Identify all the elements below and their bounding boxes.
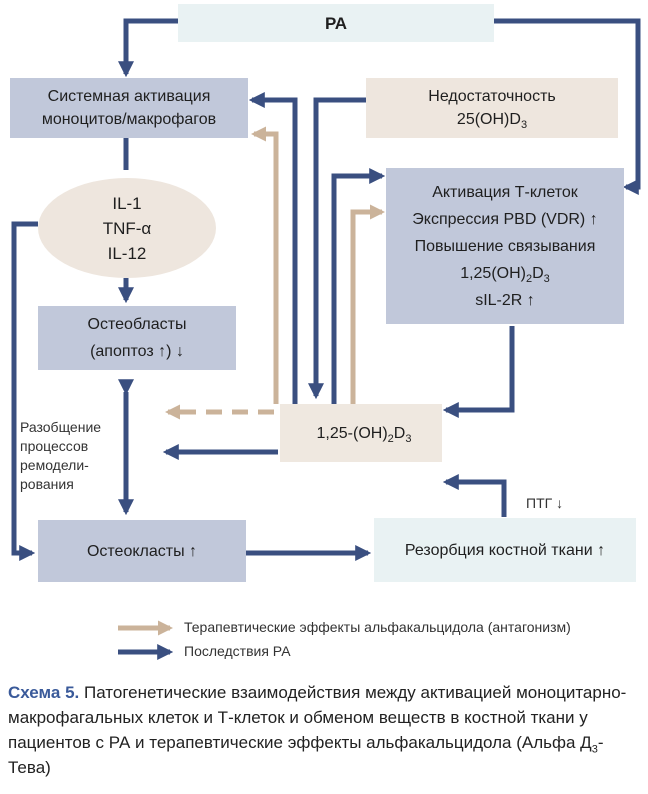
caption-text: Патогенетические взаимодействия между ак… <box>8 683 627 752</box>
uncoupling-note: Разобщение процессов ремодели- рования <box>20 418 101 494</box>
caption-text-end: -Тева) <box>8 733 604 777</box>
arrow-deficiency-to-vitd <box>307 97 366 400</box>
tcell-line1: Активация Т-клеток <box>432 183 578 201</box>
tcell-line2: Экспрессия PBD (VDR) ↑ <box>412 210 598 228</box>
uncoupling-line2: процессов <box>20 438 89 454</box>
osteoclasts-label: Остеокласты ↑ <box>86 542 198 560</box>
vitamin-d-formula: 1,25-(OH)2D3 <box>311 422 412 445</box>
tcell-activation-box: Активация Т-клеток Экспрессия PBD (VDR) … <box>386 168 624 324</box>
systemic-line1: Системная активация <box>47 88 211 105</box>
tcell-line5: sIL-2R ↑ <box>475 291 535 309</box>
arrow-ra-to-systemic <box>117 18 178 78</box>
ptg-note: ПТГ ↓ <box>526 494 563 513</box>
tcell-formula-a: 1,25(OH) <box>460 264 526 282</box>
osteoblasts-line1: Остеобласты <box>87 316 187 333</box>
vitd-a: 1,25-(OH) <box>316 424 388 442</box>
osteoblasts-box: Остеобласты (апоптоз ↑) ↓ <box>38 306 236 370</box>
ra-box: РА <box>178 4 494 42</box>
ptg-label: ПТГ ↓ <box>526 495 564 511</box>
figure-caption: Схема 5. Патогенетические взаимодействия… <box>8 680 644 780</box>
tcell-line3: Повышение связывания <box>414 237 596 255</box>
systemic-activation-box: Системная активация моноцитов/макрофагов <box>10 78 248 138</box>
uncoupling-line3: ремодели- <box>20 457 89 473</box>
uncoupling-line1: Разобщение <box>20 419 102 435</box>
arrow-ra-to-tcells <box>494 18 641 196</box>
osteoclasts-box: Остеокласты ↑ <box>38 520 246 582</box>
legend-ra-consequences: Последствия РА <box>184 643 291 659</box>
uncoupling-line4: рования <box>20 476 74 492</box>
cytokine-tnf: TNF-α <box>102 218 152 238</box>
resorption-box: Резорбция костной ткани ↑ <box>374 518 636 582</box>
deficiency-formula: 25(OH)D <box>456 111 521 128</box>
cytokine-il12: IL-12 <box>107 243 147 263</box>
arrow-tcells-to-vitd <box>442 326 515 419</box>
arrow-vitd-to-tcells <box>331 167 386 404</box>
tcell-formula-sub2: 3 <box>543 272 550 285</box>
resorption-label: Резорбция костной ткани ↑ <box>404 541 606 559</box>
vitamin-d-box: 1,25-(OH)2D3 <box>280 404 442 462</box>
tcell-formula-sub1: 2 <box>525 272 533 285</box>
legend-therapeutic: Терапевтические эффекты альфакальцидола … <box>184 619 571 635</box>
tcell-formula-b: D <box>532 264 544 282</box>
arrow-resorption-to-vitd <box>442 473 507 517</box>
arrow-cytokines-to-osteoclasts <box>11 221 38 562</box>
deficiency-line2: 25(OH)D3 <box>457 108 527 131</box>
vitd-sub1: 2 <box>387 432 394 445</box>
vitd-b: D <box>393 424 406 442</box>
cytokine-il1: IL-1 <box>112 193 142 213</box>
caption-label: Схема 5. <box>8 683 80 702</box>
arrow-vitd-to-systemic <box>248 91 298 404</box>
caption-sub: 3 <box>591 743 598 756</box>
ra-label: РА <box>324 13 348 33</box>
deficiency-line1: Недостаточность <box>428 88 556 105</box>
systemic-line2: моноцитов/макрофагов <box>41 111 217 128</box>
cytokines-ellipse: IL-1 TNF-α IL-12 <box>38 178 216 278</box>
vitd-sub2: 3 <box>405 432 412 445</box>
tcell-line4: 1,25(OH)2D3 <box>460 260 550 287</box>
deficiency-box: Недостаточность 25(OH)D3 <box>366 78 618 138</box>
therapeutic-arrow-to-tcells <box>350 204 385 404</box>
osteoblasts-line2: (апоптоз ↑) ↓ <box>90 343 184 360</box>
deficiency-formula-sub: 3 <box>520 119 528 132</box>
therapeutic-arrow-to-systemic <box>251 126 279 404</box>
